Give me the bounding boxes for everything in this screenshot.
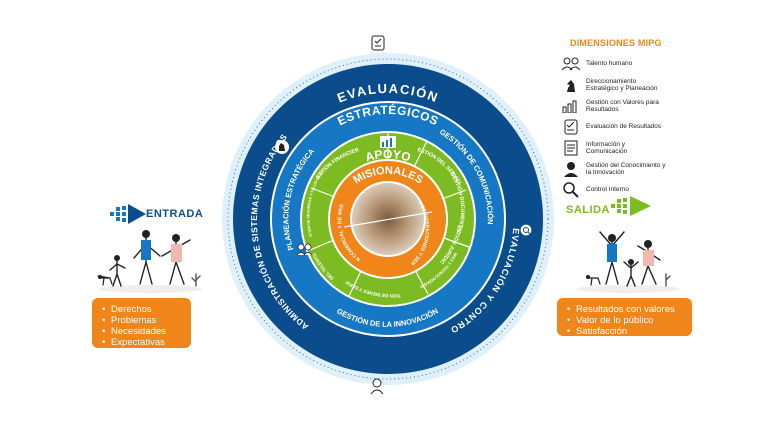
salida-item: Resultados con valores [567, 304, 684, 315]
dimension-label: Información y Comunicación [586, 140, 628, 155]
entrada-arrow [110, 204, 146, 224]
magnifier-icon [560, 181, 582, 199]
bar-chart-icon [380, 136, 396, 148]
salida-label: SALIDA [566, 204, 610, 216]
salida-arrow [611, 196, 651, 216]
chess-knight-icon [560, 76, 582, 94]
dimension-item: Gestión con Valores para Resultados [560, 96, 750, 115]
dimension-item: Evaluación de Resultados [560, 117, 750, 136]
dimension-label: Talento humano [586, 60, 633, 67]
dimension-item: Gestión del Conocimiento y la Innovación [560, 159, 750, 178]
checklist-icon [371, 35, 385, 51]
dimension-item: Información y Comunicación [560, 138, 750, 157]
apoyo-label: APOYO [364, 147, 413, 164]
people-icon [296, 243, 313, 256]
dimension-label: Evaluación de Resultados [586, 123, 662, 130]
dimension-label: Direccionamiento Estratégico y Planeació… [586, 77, 658, 92]
entrada-label: ENTRADA [146, 208, 204, 220]
dimension-item: Talento humano [560, 54, 750, 73]
people-icon [560, 55, 582, 73]
mipg-wheel [222, 53, 554, 385]
magnifier-icon [519, 223, 533, 237]
entrada-item: Problemas [102, 315, 183, 326]
entrada-list-box: Derechos Problemas Necesidades Expectati… [92, 298, 191, 348]
dimensiones-legend: DIMENSIONES MIPG Talento humano Direccio… [560, 38, 750, 201]
entrada-item: Necesidades [102, 326, 183, 337]
document-icon [560, 139, 582, 157]
salida-item: Satisfacción [567, 326, 684, 337]
chess-knight-icon [275, 140, 289, 154]
dimension-item: Direccionamiento Estratégico y Planeació… [560, 75, 750, 94]
entrada-item: Expectativas [102, 337, 183, 348]
family-illustration-salida [576, 231, 680, 293]
bar-chart-icon [560, 97, 582, 115]
dimension-label: Gestión con Valores para Resultados [586, 98, 659, 113]
salida-list-box: Resultados con valores Valor de lo públi… [557, 298, 692, 337]
salida-item: Valor de lo público [567, 315, 684, 326]
dimension-label: Control Interno [586, 186, 629, 193]
family-illustration-entrada [97, 230, 202, 293]
checklist-icon [560, 118, 582, 136]
dimension-item: Control Interno [560, 180, 750, 199]
person-idea-icon [560, 160, 582, 178]
dimensiones-title: DIMENSIONES MIPG [570, 38, 662, 48]
dimension-label: Gestión del Conocimiento y la Innovación [586, 161, 666, 176]
person-icon [370, 378, 384, 395]
entrada-item: Derechos [102, 304, 183, 315]
